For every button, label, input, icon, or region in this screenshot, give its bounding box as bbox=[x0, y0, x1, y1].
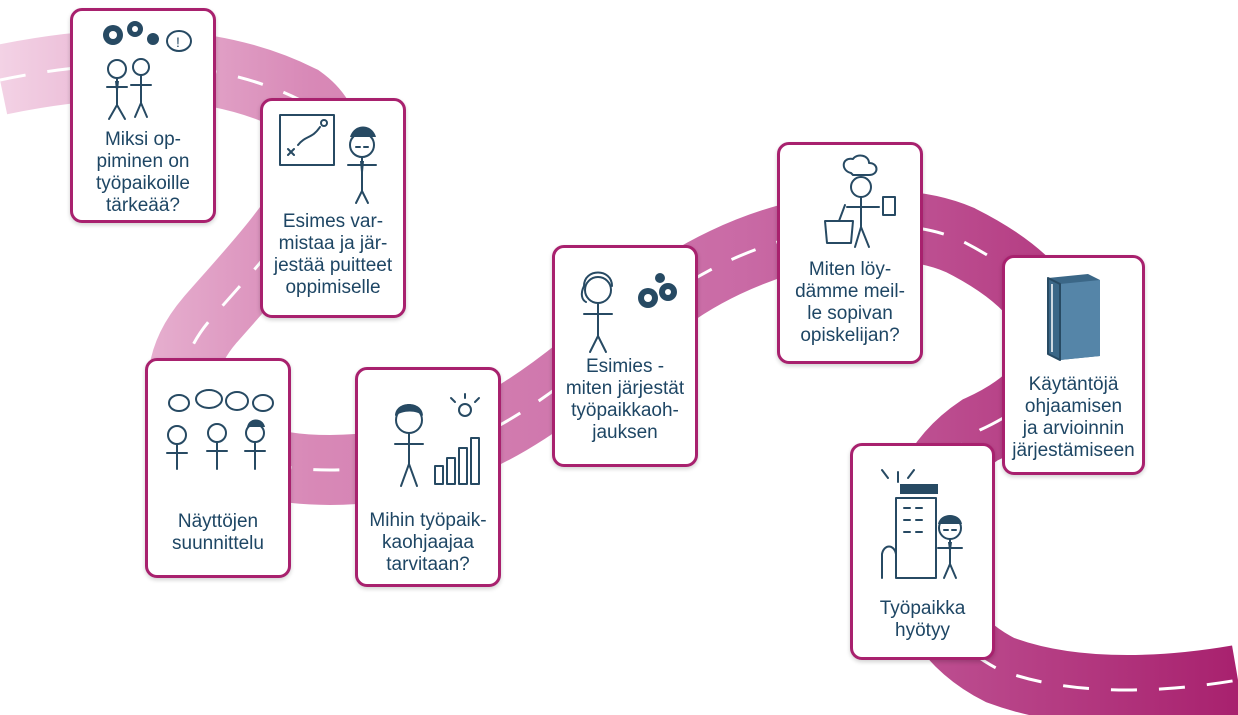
woman-gears-icon bbox=[580, 271, 677, 353]
card-label: Työpaikka hyötyy bbox=[879, 598, 966, 641]
card-workplace-benefits: Työpaikka hyötyy bbox=[850, 443, 995, 660]
card-why-learning-matters: ! Miksi op- piminen on työpaikoille tärk… bbox=[70, 8, 216, 223]
chef-cooking-icon bbox=[824, 154, 896, 248]
card-label: Esimies - miten järjestät työpaikkaoh- j… bbox=[565, 356, 685, 443]
card-label: Miten löy- dämme meil- le sopivan opiske… bbox=[795, 259, 905, 346]
card-find-suitable-student: Miten löy- dämme meil- le sopivan opiske… bbox=[777, 142, 923, 364]
card-label: Esimes var- mistaa ja jär- jestää puitte… bbox=[273, 211, 393, 298]
card-manager-organize-instruction: Esimies - miten järjestät työpaikkaoh- j… bbox=[552, 245, 698, 467]
card-label: Mihin työpaik- kaohjaajaa tarvitaan? bbox=[369, 510, 487, 575]
card-test-planning: Näyttöjen suunnittelu bbox=[145, 358, 291, 578]
card-label: Näyttöjen suunnittelu bbox=[172, 511, 264, 554]
woman-growth-chart-icon bbox=[394, 393, 480, 487]
card-manager-ensures-framework: Esimes var- mistaa ja jär- jestää puitte… bbox=[260, 98, 406, 318]
card-why-workplace-instructor: Mihin työpaik- kaohjaajaa tarvitaan? bbox=[355, 367, 501, 587]
svg-text:!: ! bbox=[176, 34, 180, 50]
card-practices-guidance-assessment: Käytäntöjä ohjaamisen ja arvioinnin järj… bbox=[1002, 255, 1145, 475]
book-icon bbox=[1046, 274, 1100, 361]
two-people-gears-icon: ! bbox=[103, 21, 192, 120]
card-label: Käytäntöjä ohjaamisen ja arvioinnin järj… bbox=[1012, 374, 1135, 461]
manager-whiteboard-icon bbox=[279, 114, 377, 204]
group-thinking-icon bbox=[166, 389, 274, 470]
card-label: Miksi op- piminen on työpaikoille tärkeä… bbox=[96, 129, 190, 216]
man-office-building-icon bbox=[880, 469, 963, 579]
